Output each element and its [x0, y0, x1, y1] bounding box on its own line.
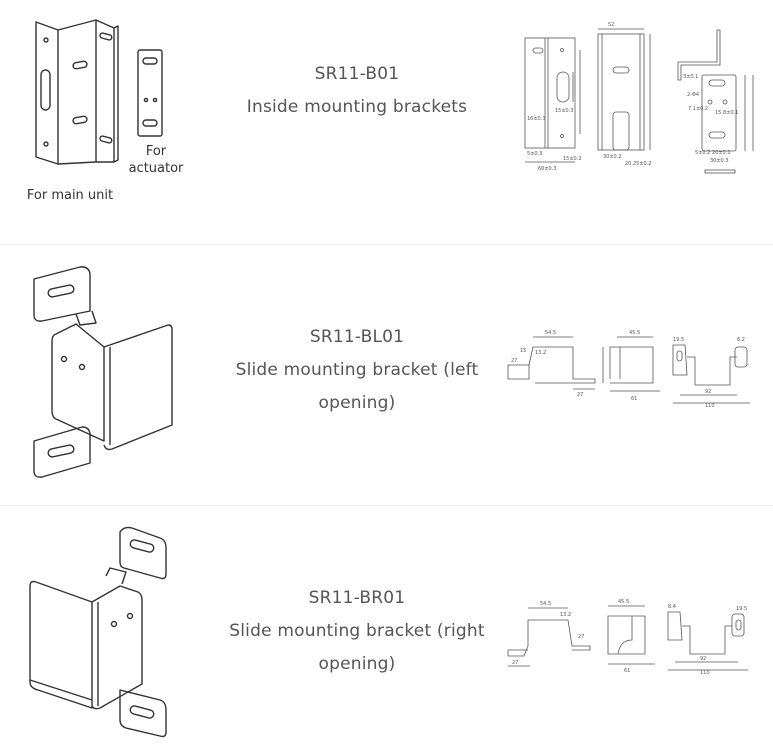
dim-label: 15.8±0.1 [715, 110, 738, 116]
dim-label: 13.2 [560, 612, 571, 618]
dim-label: 45.5 [629, 330, 640, 336]
dim-label: 92 [705, 389, 711, 395]
actuator-label-line1: For [146, 144, 167, 159]
product-row-sr11-bl01: SR11-BL01 Slide mounting bracket (left o… [0, 245, 773, 505]
row-divider [0, 505, 773, 506]
dim-label: 6.2 [737, 337, 745, 343]
dim-label: 20±0.1 [712, 150, 731, 156]
dim-label: 92 [700, 656, 706, 662]
dim-label: 16±0.3 [527, 116, 546, 122]
dim-label: 61 [631, 396, 637, 402]
dim-label: 15±0.3 [555, 108, 574, 114]
product-description: Slide mounting bracket (right opening) [229, 621, 485, 674]
product-code: SR11-BR01 [308, 588, 406, 608]
dim-label: 3±0.1 [683, 74, 698, 80]
dim-label: 54.5 [540, 601, 551, 607]
dim-label: 5±0.2 [695, 150, 710, 156]
technical-drawing-right-opening: 54.5 13.2 27 27 45.5 61 8.4 19.5 92 110 [507, 599, 748, 674]
dim-label: 110 [705, 403, 715, 407]
product-code: SR11-B01 [314, 64, 400, 84]
dim-label: 15 [520, 348, 526, 354]
dim-label: 27 [577, 392, 583, 398]
product-photo-right-opening [29, 526, 167, 738]
dim-label: 7.1±0.2 [688, 106, 708, 112]
dim-label: 13.2 [535, 350, 546, 356]
dim-label: 27 [511, 358, 517, 364]
technical-drawing-inside-brackets: 60±0.3 5±0.3 15±0.2 16±0.3 15±0.3 52 30±… [524, 22, 754, 174]
main-unit-label: For main unit [27, 188, 113, 203]
actuator-label-line2: actuator [129, 161, 184, 176]
dim-label: 27 [512, 660, 518, 666]
dim-label: 54.5 [545, 330, 556, 336]
dim-label: 15±0.2 [563, 156, 582, 162]
product-row-sr11-b01: For actuator For main unit SR11-B01 Insi… [0, 0, 773, 244]
dim-label: 2-Φ4 [687, 92, 699, 98]
dim-label: 60±0.3 [538, 166, 557, 172]
technical-drawing-left-opening: 54.5 27 15 13.2 27 45.5 61 19.5 6.2 92 1… [507, 330, 750, 407]
product-caption: SR11-B01 Inside mounting brackets [222, 58, 492, 124]
dim-label: 110 [700, 670, 710, 674]
dim-label: 27 [578, 634, 584, 640]
product-row-sr11-br01: SR11-BR01 Slide mounting bracket (right … [0, 506, 773, 743]
row-divider [0, 244, 773, 245]
dim-label: 30±0.2 [603, 154, 622, 160]
dim-label: 19.5 [673, 337, 684, 343]
dim-label: 19.5 [736, 606, 747, 612]
dim-label: 20.25±0.2 [625, 161, 651, 167]
product-caption: SR11-BR01 Slide mounting bracket (right … [222, 582, 492, 681]
product-photo-inside-brackets: For actuator For main unit [27, 19, 184, 203]
product-caption: SR11-BL01 Slide mounting bracket (left o… [222, 321, 492, 420]
dim-label: 8.4 [668, 604, 676, 610]
dim-label: 45.5 [618, 599, 629, 605]
product-photo-left-opening [33, 266, 173, 478]
product-description: Inside mounting brackets [246, 97, 468, 117]
product-description: Slide mounting bracket (left opening) [235, 360, 479, 413]
dim-label: 5±0.3 [527, 151, 542, 157]
product-code: SR11-BL01 [309, 327, 405, 347]
dim-label: 61 [624, 668, 630, 674]
dim-label: 30±0.3 [710, 158, 729, 164]
dim-label: 52 [608, 22, 614, 28]
